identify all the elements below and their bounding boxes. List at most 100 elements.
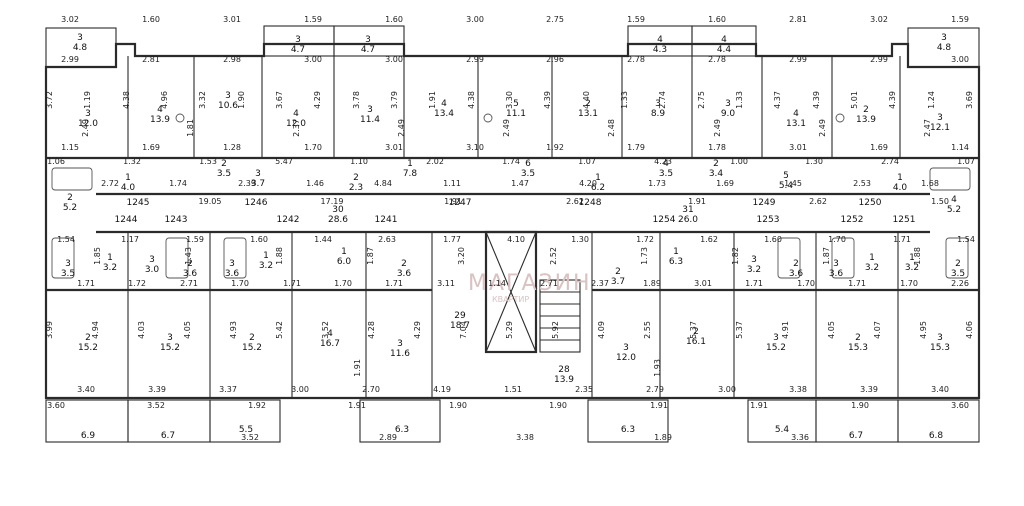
- dimension-label: 2.53: [853, 179, 871, 188]
- dimension-label: 2.71: [180, 279, 198, 288]
- room-area: 6.3: [669, 257, 683, 267]
- room-number: 2: [401, 259, 407, 269]
- room-number: 2: [249, 333, 255, 343]
- dimension-label: 4.94: [91, 321, 100, 339]
- dimension-label: 3.32: [198, 91, 207, 109]
- dimension-label: 3.01: [789, 143, 807, 152]
- dimension-label: 2.79: [646, 385, 664, 394]
- dimension-label: 4.07: [873, 321, 882, 339]
- room-area: 15.3: [930, 343, 950, 353]
- dimension-label: 3.37: [219, 385, 237, 394]
- dimension-label: 1.60: [764, 235, 782, 244]
- dimension-label: 1.91: [750, 401, 768, 410]
- room-number: 1: [407, 159, 413, 169]
- dimension-label: 3.38: [789, 385, 807, 394]
- dimension-label: 3.79: [390, 91, 399, 109]
- dimension-label: 1.59: [186, 235, 204, 244]
- room-area: 3.5: [61, 269, 75, 279]
- room-area: 12.0: [78, 119, 98, 129]
- dimension-label: 1.71: [283, 279, 301, 288]
- room-number: 3: [833, 259, 839, 269]
- room-area: 15.2: [78, 343, 98, 353]
- room-area: 15.2: [160, 343, 180, 353]
- apartment-number: 1246: [245, 198, 268, 208]
- apartment-number: 1243: [165, 215, 188, 225]
- room-number: 2: [713, 159, 719, 169]
- room-area: 5.5: [239, 425, 253, 435]
- dimension-label: 1.69: [716, 179, 734, 188]
- dimension-label: 4.23: [654, 157, 672, 166]
- dimension-label: 4.20: [579, 179, 597, 188]
- dimension-label: 1.11: [443, 179, 461, 188]
- room-area: 10.6: [218, 101, 238, 111]
- room-number: 5: [783, 171, 789, 181]
- room-area: 18.7: [450, 321, 470, 331]
- room-area: 5.2: [63, 203, 77, 213]
- room-number: 1: [869, 253, 875, 263]
- dimension-label: 1.07: [957, 157, 975, 166]
- room-number: 4: [327, 329, 333, 339]
- room-number: 2: [221, 159, 227, 169]
- room-number: 1: [341, 247, 347, 257]
- dimension-label: 4.96: [160, 91, 169, 109]
- room-area: 15.2: [242, 343, 262, 353]
- apartment-number: 1249: [753, 198, 776, 208]
- dimension-label: 1.14: [488, 279, 506, 288]
- room-number: 3: [77, 33, 83, 43]
- room-area: 15.2: [766, 343, 786, 353]
- dimension-label: 1.89: [643, 279, 661, 288]
- room-area: 16.7: [320, 339, 340, 349]
- dimension-label: 4.28: [367, 321, 376, 339]
- room-area: 3.4: [709, 169, 724, 179]
- room-area: 4.8: [937, 43, 952, 53]
- room-number: 2: [693, 327, 699, 337]
- apartment-number: 1247: [449, 198, 472, 208]
- room-area: 6.7: [849, 431, 863, 441]
- room-area: 12.1: [930, 123, 950, 133]
- dimension-label: 5.37: [735, 321, 744, 339]
- room-number: 1: [107, 253, 113, 263]
- dimension-label: 1.82: [731, 247, 740, 265]
- dimension-label: 1.72: [636, 235, 654, 244]
- room-area: 4.4: [717, 45, 732, 55]
- dimension-label: 3.00: [304, 55, 322, 64]
- room-area: 3.5: [659, 169, 673, 179]
- fixtures: [51, 113, 971, 279]
- room-area: 3.5: [521, 169, 535, 179]
- dimension-label: 2.96: [546, 55, 564, 64]
- dimension-label: 2.47: [923, 119, 932, 137]
- dimension-label: 1.50: [931, 197, 949, 206]
- dimension-label: 5.92: [551, 321, 560, 339]
- room-number: 3: [937, 333, 943, 343]
- room-area: 3.0: [145, 265, 160, 275]
- dimension-label: 1.54: [957, 235, 975, 244]
- dimension-label: 1.33: [735, 91, 744, 109]
- room-area: 3.7: [251, 179, 265, 189]
- dimension-label: 4.38: [467, 91, 476, 109]
- dimension-label: 1.07: [578, 157, 596, 166]
- dimension-label: 4.05: [827, 321, 836, 339]
- room-area: 3.2: [905, 263, 919, 273]
- dimension-label: 3.10: [466, 143, 484, 152]
- dimension-label: 1.71: [385, 279, 403, 288]
- dimension-label: 4.29: [313, 91, 322, 109]
- dimension-label: 1.45: [784, 179, 802, 188]
- room-area: 6.8: [929, 431, 944, 441]
- room-area: 3.2: [865, 263, 879, 273]
- dimension-label: 3.67: [275, 91, 284, 109]
- dimension-label: 2.26: [951, 279, 969, 288]
- dimension-label: 3.00: [466, 15, 484, 24]
- dimension-label: 2.99: [61, 55, 79, 64]
- dimension-label: 1.92: [546, 143, 564, 152]
- room-number: 2: [955, 259, 961, 269]
- dimension-label: 7.04: [459, 321, 468, 339]
- apartment-number: 1253: [757, 215, 780, 225]
- room-number: 3: [725, 99, 731, 109]
- dimension-label: 1.69: [142, 143, 160, 152]
- dimension-label: 2.55: [643, 321, 652, 339]
- room-area: 13.1: [578, 109, 598, 119]
- dimension-label: 1.88: [275, 247, 284, 265]
- room-area: 13.9: [150, 115, 170, 125]
